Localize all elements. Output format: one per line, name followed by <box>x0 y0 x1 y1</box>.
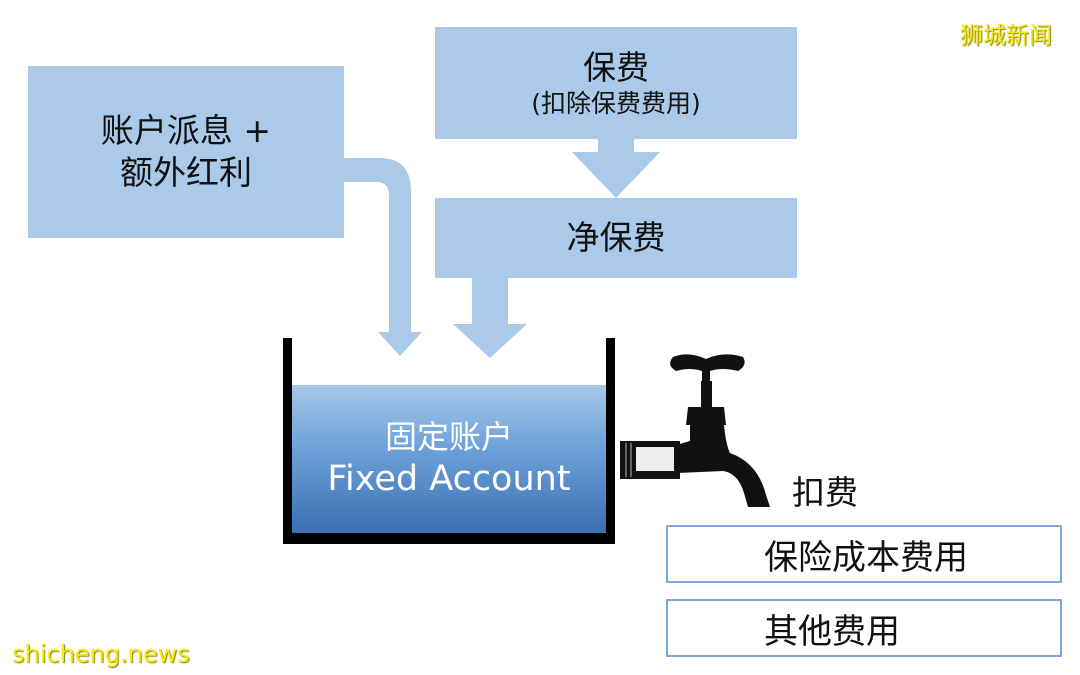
tap-label: 扣费 <box>792 473 858 512</box>
premium-subtitle: (扣除保费费用) <box>531 89 701 118</box>
interest-to-tank-arrow <box>343 158 422 356</box>
premium-title: 保费 <box>583 48 649 87</box>
watermark-top-right: 狮城新闻 <box>960 23 1052 49</box>
net-premium-box: 净保费 <box>435 198 797 278</box>
fixed-account-label-en: Fixed Account <box>327 459 571 499</box>
interest-bonus-box: 账户派息 + 额外红利 <box>28 66 344 238</box>
fee-label: 其他费用 <box>764 611 900 652</box>
premium-box: 保费 (扣除保费费用) <box>435 27 797 139</box>
interest-line2: 额外红利 <box>120 153 252 192</box>
fixed-account-water: 固定账户 Fixed Account <box>292 385 606 533</box>
tank-right-wall <box>606 338 615 544</box>
tank-bottom <box>283 533 615 544</box>
net-to-tank-arrow <box>453 278 527 358</box>
fee-box-other: 其他费用 <box>666 599 1062 657</box>
fee-label: 保险成本费用 <box>764 537 968 578</box>
net-premium-title: 净保费 <box>566 218 666 257</box>
interest-line1: 账户派息 + <box>100 111 272 150</box>
tap-icon <box>620 354 770 507</box>
tank-left-wall <box>283 338 292 544</box>
premium-to-net-arrow <box>572 138 660 198</box>
fixed-account-label-cn: 固定账户 <box>384 418 513 456</box>
watermark-bottom-left: shicheng.news <box>12 640 190 668</box>
fee-box-insurance-cost: 保险成本费用 <box>666 525 1062 583</box>
